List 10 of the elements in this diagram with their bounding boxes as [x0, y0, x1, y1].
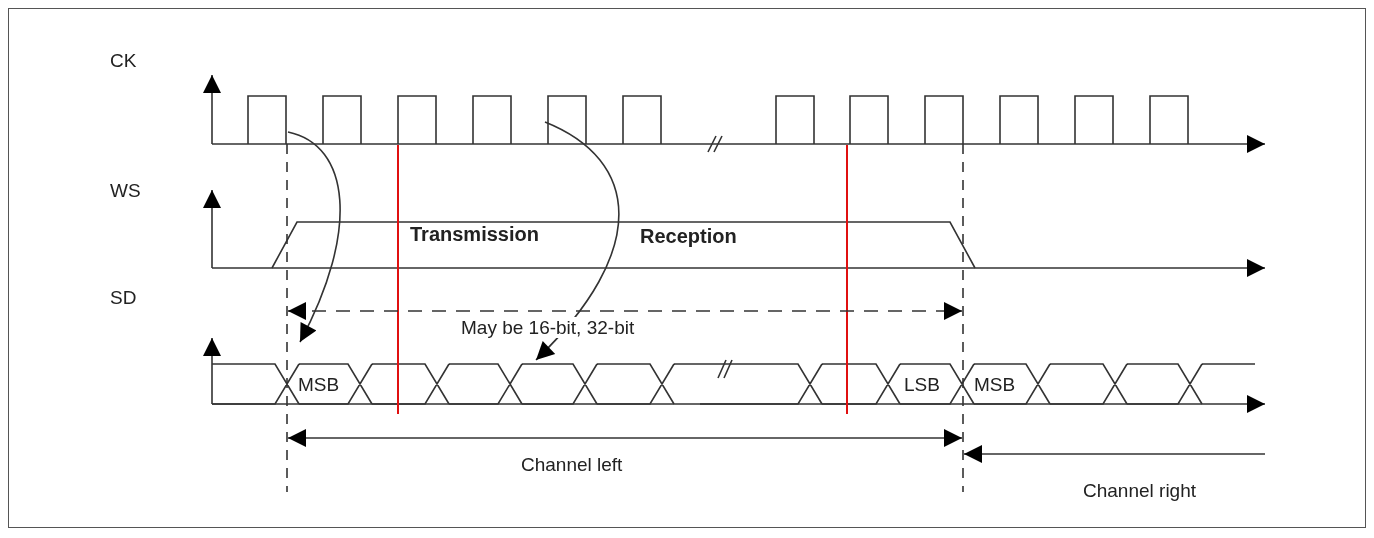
phase-label: Transmission [410, 224, 539, 244]
signal-name: CK [110, 51, 137, 70]
phase-label: Reception [640, 226, 737, 246]
dimension-label: Channel left [521, 455, 623, 474]
signal-name: SD [110, 288, 137, 307]
signal-name: WS [110, 181, 141, 200]
dimension-label: Channel right [1083, 481, 1197, 500]
bit-label: MSB [974, 375, 1016, 394]
bit-label: LSB [904, 375, 940, 394]
bit-label: MSB [298, 375, 340, 394]
